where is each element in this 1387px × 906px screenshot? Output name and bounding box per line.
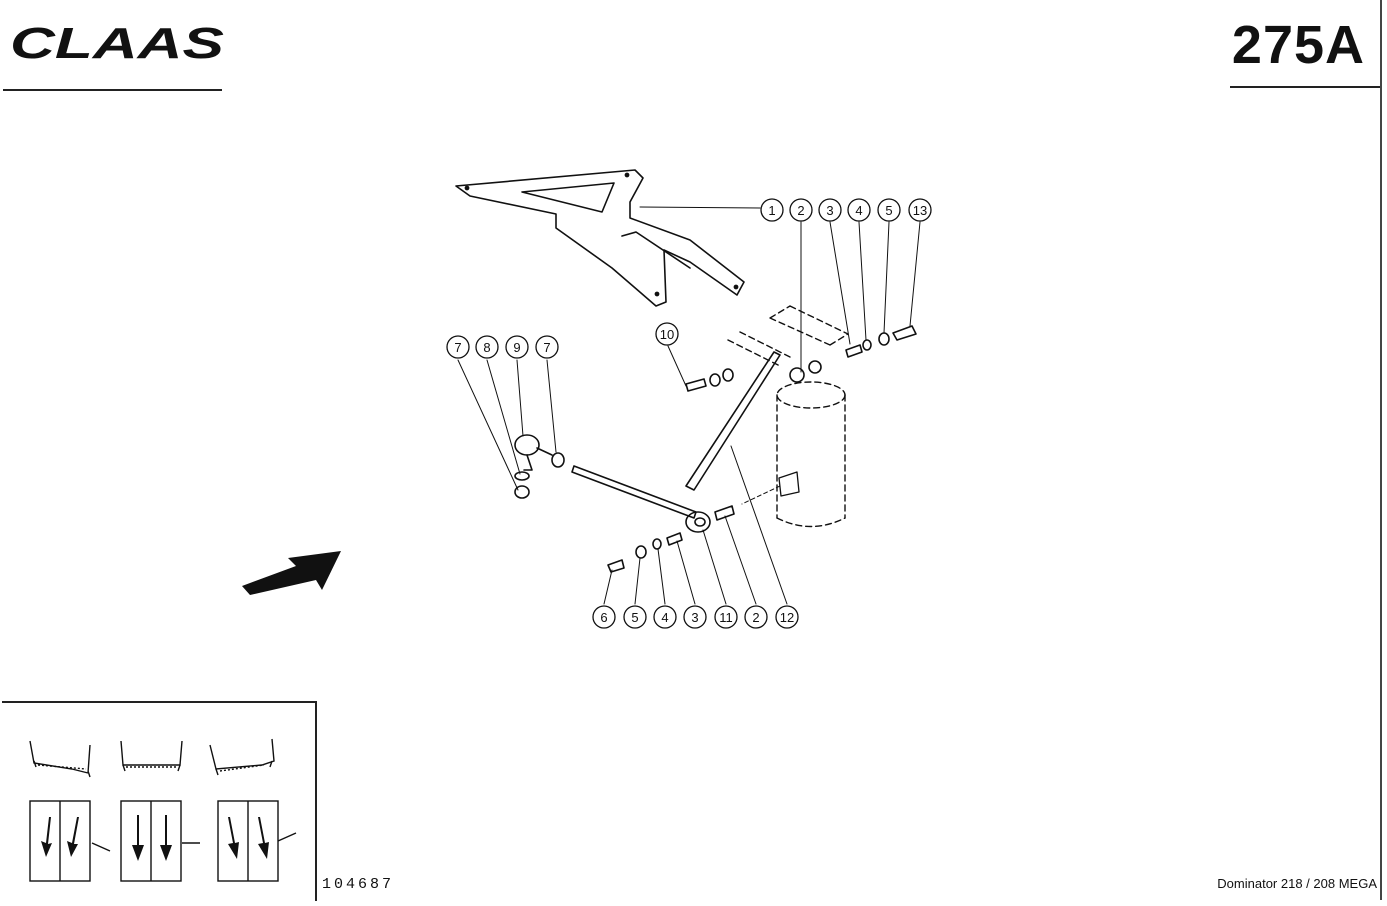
- callout-label: 10: [660, 327, 674, 342]
- callout-row-left: 7 8 9 7: [446, 335, 559, 359]
- callout-2: 2: [789, 198, 813, 222]
- document-number: 104687: [322, 876, 395, 893]
- callout-label: 13: [913, 203, 927, 218]
- flow-box-2: [120, 800, 182, 882]
- callout-5: 5: [877, 198, 901, 222]
- direction-arrow-icon: [242, 551, 341, 595]
- page-border-right: [1380, 0, 1382, 900]
- callout-2b: 2: [744, 605, 768, 629]
- callout-11: 11: [714, 605, 738, 629]
- callout-row-top: 1 2 3 4 5 13: [760, 198, 932, 222]
- leader-lines: [457, 221, 921, 605]
- callout-label: 5: [631, 610, 638, 625]
- callout-3: 3: [818, 198, 842, 222]
- callout-label: 3: [826, 203, 833, 218]
- callout-4: 4: [847, 198, 871, 222]
- rod-part-12: [685, 351, 781, 491]
- callout-row-bottom: 6 5 4 3 11 2 12: [592, 605, 799, 629]
- callout-9: 9: [505, 335, 529, 359]
- callout-7b: 7: [535, 335, 559, 359]
- tie-rod: [514, 434, 711, 533]
- callout-label: 4: [855, 203, 862, 218]
- callout-label: 1: [768, 203, 775, 218]
- page-number: 275A: [1231, 15, 1365, 75]
- lower-hardware: [607, 505, 735, 573]
- callout-label: 6: [600, 610, 607, 625]
- callout-5b: 5: [623, 605, 647, 629]
- header-rule-right: [1230, 86, 1380, 88]
- callout-8: 8: [475, 335, 499, 359]
- brand-text: CLAAS: [10, 22, 224, 64]
- flow-arrow-icons: [41, 815, 269, 861]
- callout-label: 11: [719, 610, 733, 625]
- callout-10: 10: [655, 322, 679, 346]
- variant-inset: [2, 701, 317, 901]
- callout-label: 3: [691, 610, 698, 625]
- callout-label: 4: [661, 610, 668, 625]
- header-rule-left: [3, 89, 222, 91]
- callout-label: 2: [752, 610, 759, 625]
- callout-1: 1: [760, 198, 784, 222]
- callout-label: 7: [543, 340, 550, 355]
- callout-4b: 4: [653, 605, 677, 629]
- flow-box-3: [217, 800, 279, 882]
- callout-label: 12: [780, 610, 794, 625]
- cylinder-outline: [727, 305, 849, 528]
- brand-logo: CLAAS: [10, 19, 226, 69]
- callout-label: 7: [454, 340, 461, 355]
- variant-sketches: [29, 738, 297, 882]
- callout-12: 12: [775, 605, 799, 629]
- profile-sketch-1: [29, 740, 91, 778]
- callout-6: 6: [592, 605, 616, 629]
- callout-label: 5: [885, 203, 892, 218]
- callout-label: 2: [797, 203, 804, 218]
- callout-label: 9: [513, 340, 520, 355]
- profile-sketch-3: [209, 738, 275, 776]
- callout-13: 13: [908, 198, 932, 222]
- callout-7a: 7: [446, 335, 470, 359]
- profile-sketch-2: [120, 740, 183, 772]
- bracket-part: [455, 169, 745, 307]
- callout-3b: 3: [683, 605, 707, 629]
- flow-box-1: [29, 800, 91, 882]
- callout-label: 8: [483, 340, 490, 355]
- model-label: Dominator 218 / 208 MEGA: [1217, 876, 1377, 891]
